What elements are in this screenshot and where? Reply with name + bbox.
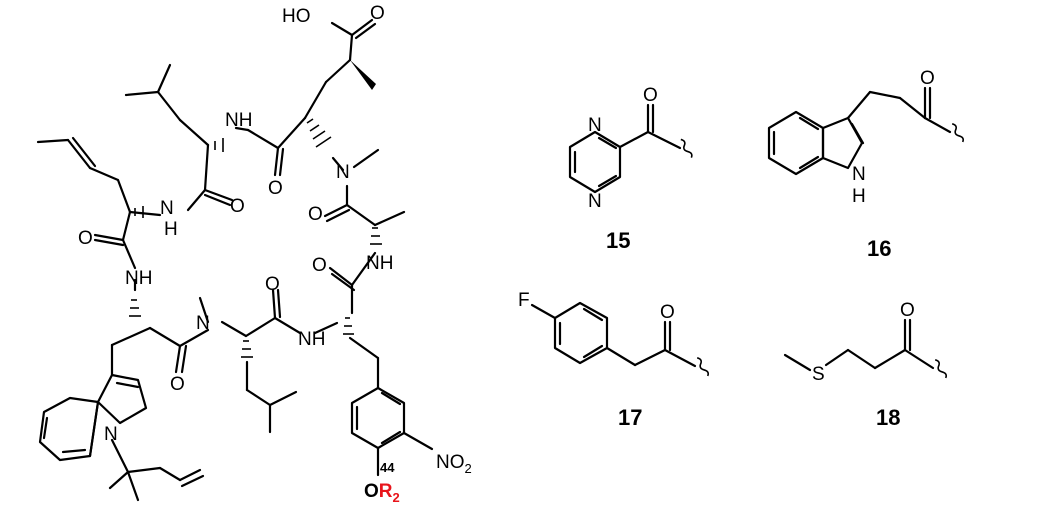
carbonyl-o-label: O [643, 85, 658, 106]
carbonyl-o-label: O [265, 274, 280, 295]
pyrazine-n-label: N [588, 191, 602, 212]
amide-nh-label: NH [225, 110, 252, 131]
n-methyl-label: N [336, 162, 350, 183]
hash-bond-3 [343, 317, 354, 335]
hash-bond-1 [306, 118, 332, 148]
carbonyl-o-label: O [268, 178, 283, 199]
carbonyl-o-label: O [308, 204, 323, 225]
fluoro-label: F [518, 290, 530, 311]
carbonyl-o-label: O [78, 228, 93, 249]
indole-nh-h-label: H [852, 186, 866, 207]
compound-15: N N O 15 [568, 85, 693, 253]
compound-number-17: 17 [618, 405, 642, 430]
hash-bond-5 [129, 299, 141, 317]
amide-nh-label: NH [125, 268, 152, 289]
compound-17: F O 17 [518, 290, 710, 430]
carbonyl-o-label: O [230, 196, 245, 217]
carbonyl-o-label: O [920, 68, 935, 89]
amide-nh-label: NH [366, 253, 393, 274]
position-locant: 44 [380, 460, 395, 475]
nitro-label: NO2 [436, 452, 472, 476]
carbonyl-o-label: O [312, 255, 327, 276]
hydroxyl-label: HO [282, 6, 311, 27]
compound-number-16: 16 [867, 236, 891, 261]
thioether-s-label: S [812, 364, 825, 385]
carbonyl-o-label: O [660, 302, 675, 323]
compound-number-15: 15 [606, 228, 630, 253]
n-methyl-label: N [196, 313, 210, 334]
amide-nh-label: NH [298, 329, 325, 350]
hash-bond-4 [241, 340, 253, 358]
macrocycle-labels: HO O NH O N O NH O NH O N O NH O N H O N… [78, 3, 472, 505]
hash-bond-6 [134, 206, 144, 218]
or2-group: OR2 [364, 481, 400, 505]
compound-16: N H O 16 [767, 68, 965, 261]
compound-18: S O 18 [783, 300, 948, 430]
carbonyl-o-label: O [170, 374, 185, 395]
pyrazine-n-label: N [588, 115, 602, 136]
hash-bond-2 [370, 227, 382, 245]
macrocycle-structure [36, 18, 434, 502]
carbonyl-o-label: O [370, 3, 385, 24]
compound-number-18: 18 [876, 405, 900, 430]
carbonyl-o-label: O [900, 300, 915, 321]
indole-n-label: N [104, 424, 118, 445]
amide-n-label: N [160, 198, 174, 219]
amide-h-label: H [164, 219, 178, 240]
hash-bond-7 [214, 138, 224, 152]
indole-nh-n-label: N [852, 164, 866, 185]
